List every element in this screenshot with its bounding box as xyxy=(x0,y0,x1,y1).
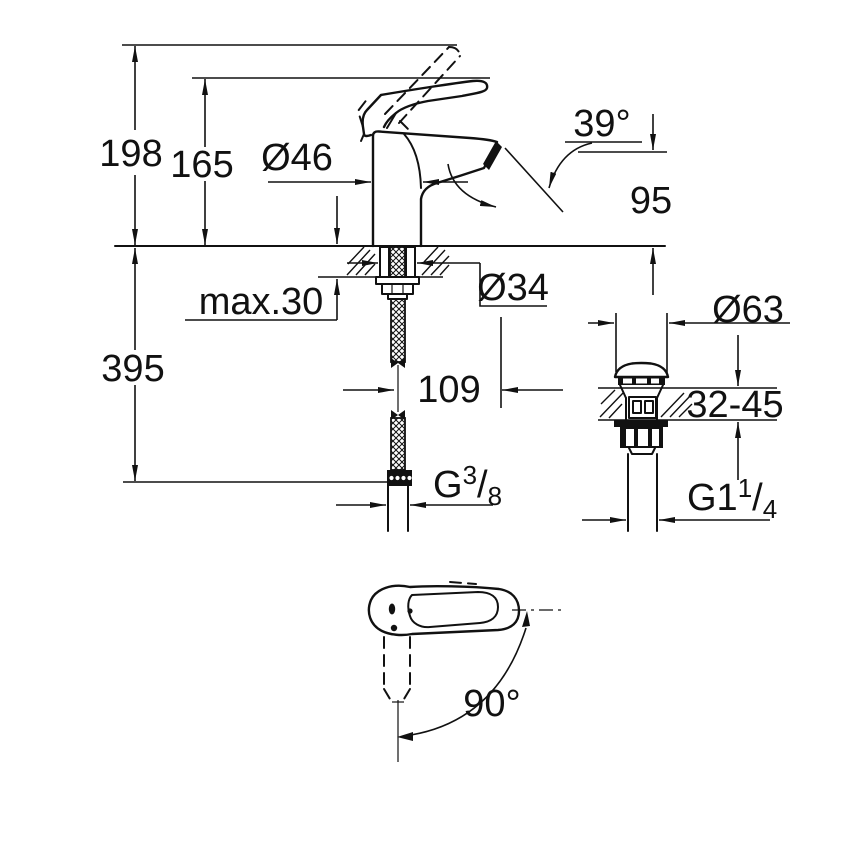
handle-lever xyxy=(379,79,489,129)
dim-d63-label: Ø63 xyxy=(712,289,784,331)
mounting-nut xyxy=(381,283,414,295)
top-view-hole xyxy=(407,608,413,614)
drain-dimensions: Ø63 32-45 G11/4 xyxy=(582,289,790,524)
swivel-arrow-top xyxy=(522,611,530,627)
dim-d46-label: Ø46 xyxy=(261,137,333,179)
mounting-shank-and-hose xyxy=(375,246,420,532)
swivel-arrow-left xyxy=(397,732,413,741)
faucet-top-view: 90° xyxy=(367,581,564,762)
dim-3245-label: 32-45 xyxy=(686,384,783,426)
supply-pipe-left xyxy=(379,246,390,278)
dim-90deg-label: 90° xyxy=(463,683,520,725)
top-view-spout-projection xyxy=(383,636,411,700)
dim-395-label: 395 xyxy=(101,348,164,390)
dim-165-label: 165 xyxy=(170,144,233,186)
spout-fillet-line xyxy=(403,133,422,189)
flex-hose-upper xyxy=(390,298,406,363)
dim-g114-label: G11/4 xyxy=(687,473,777,524)
supply-pipe-right xyxy=(405,246,416,278)
flow-direction-arrow xyxy=(447,163,497,208)
top-view-hole xyxy=(390,624,398,632)
handle-raised-dashed xyxy=(357,46,461,142)
dim-39deg-label: 39° xyxy=(573,103,630,145)
top-view-outline xyxy=(367,584,521,637)
waste-nut-taper xyxy=(628,447,656,455)
drain-assembly xyxy=(598,361,777,532)
dim-198-label: 198 xyxy=(99,133,162,175)
waste-cap-flare xyxy=(619,384,664,399)
dim-109-label: 109 xyxy=(417,369,480,411)
flex-hose-lower xyxy=(390,417,406,471)
handle-cap-edge xyxy=(386,112,397,129)
dim-95-label: 95 xyxy=(630,180,672,222)
top-view-lever-slot xyxy=(407,591,499,629)
faucet-side-view xyxy=(114,46,666,532)
aerator xyxy=(483,141,502,170)
dim-max30-label: max.30 xyxy=(199,281,324,323)
basin-hatch xyxy=(599,389,693,419)
threaded-stud xyxy=(389,246,406,278)
top-view-dashed-edge xyxy=(449,581,477,585)
mounting-washer xyxy=(375,276,420,285)
faucet-body-outline xyxy=(371,130,499,248)
waste-dome-cap xyxy=(613,361,670,379)
top-view-hole xyxy=(388,603,396,615)
waste-washer xyxy=(614,420,668,427)
pipe-break-symbol xyxy=(391,358,405,368)
swivel-arc xyxy=(410,627,527,736)
side-view-dimensions: 198 165 395 Ø46 max.30 Ø34 109 95 xyxy=(99,44,672,511)
dim-d34-label: Ø34 xyxy=(477,267,549,309)
dim-g38-label: G3/8 xyxy=(433,460,502,511)
